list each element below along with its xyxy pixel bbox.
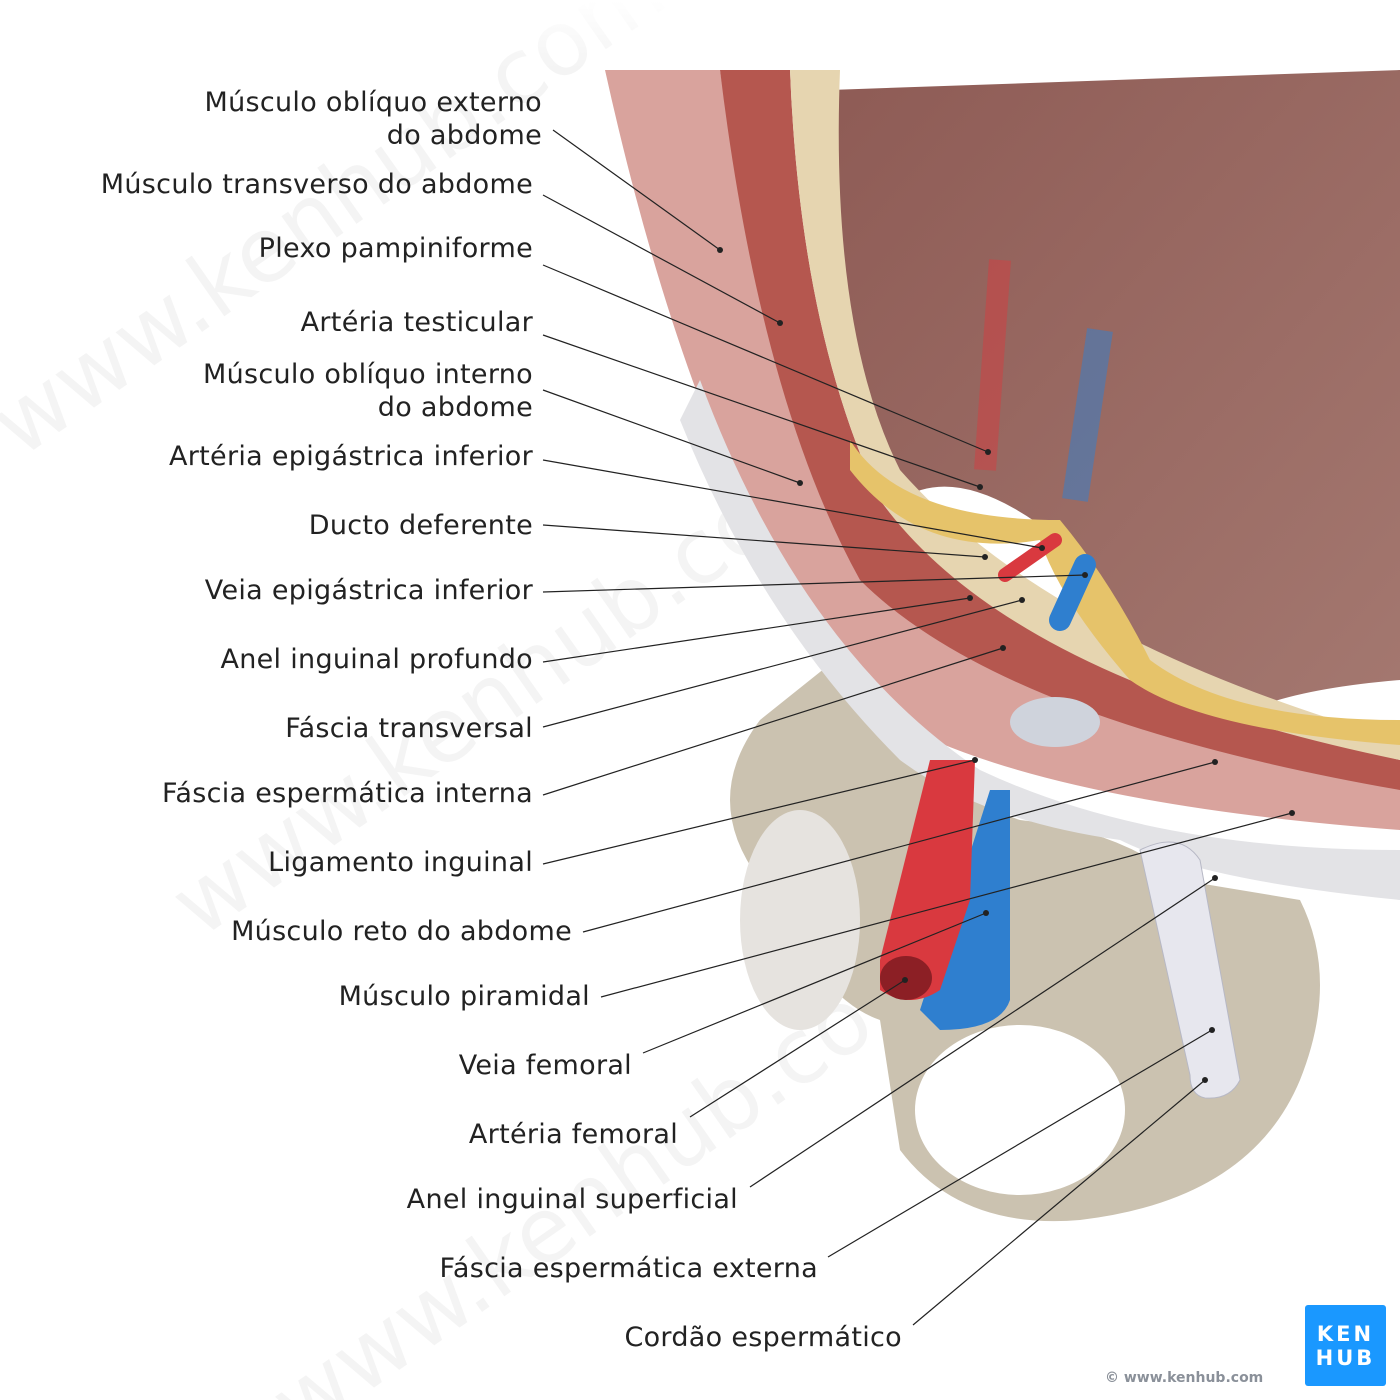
label-pyramidalis: Músculo piramidal (338, 981, 590, 1012)
label-inferior-epigastric-artery: Artéria epigástrica inferior (168, 441, 533, 472)
inferior-epigastric-artery (998, 533, 1062, 582)
obturator-foramen (915, 1025, 1125, 1195)
logo-text: KEN (1316, 1321, 1375, 1346)
label-pampiniform-plexus: Plexo pampiniforme (258, 233, 533, 264)
label-external-spermatic-fascia: Fáscia espermática externa (439, 1253, 818, 1284)
label-spermatic-cord: Cordão espermático (624, 1322, 902, 1353)
label-inguinal-ligament: Ligamento inguinal (268, 847, 533, 878)
leader-dots (717, 247, 1295, 1083)
external-oblique (605, 70, 1400, 830)
inferior-epigastric-vein (1049, 554, 1096, 631)
label-femoral-vein: Veia femoral (458, 1050, 632, 1081)
label-rectus-abdominis: Músculo reto do abdome (231, 916, 572, 947)
pelvic-bone (730, 640, 1320, 1222)
spermatic-cord (1139, 841, 1241, 1099)
deep-ring (1010, 697, 1100, 747)
label-femoral-artery: Artéria femoral (468, 1119, 678, 1150)
label-transversalis-fascia: Fáscia transversal (285, 713, 533, 744)
label-deep-inguinal-ring: Anel inguinal profundo (220, 644, 533, 675)
femoral-artery (880, 760, 975, 1000)
label-testicular-artery: Artéria testicular (300, 307, 533, 338)
copyright-text: © www.kenhub.com (1105, 1370, 1264, 1386)
label-internal-spermatic-fascia: Fáscia espermática interna (162, 778, 533, 809)
label-ductus-deferens: Ducto deferente (308, 510, 533, 541)
label-transversus-abdominis: Músculo transverso do abdome (100, 169, 533, 200)
kenhub-logo: KEN HUB (1305, 1305, 1386, 1386)
abdominal-cavity (830, 70, 1400, 720)
logo-text: HUB (1315, 1345, 1376, 1370)
leader-lines (542, 129, 1293, 1326)
label-superficial-inguinal-ring: Anel inguinal superficial (406, 1184, 738, 1215)
label-inferior-epigastric-vein: Veia epigástrica inferior (204, 575, 533, 606)
fat-layer (850, 440, 1400, 745)
inguinal-ligament (680, 380, 1400, 900)
